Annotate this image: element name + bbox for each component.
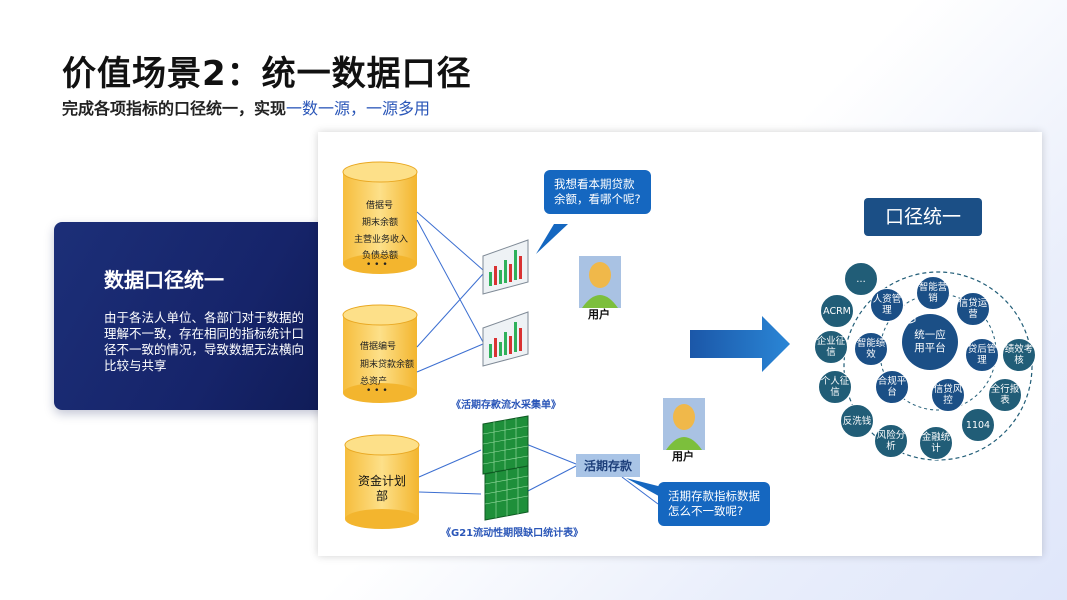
db1-item: 期末余额 <box>362 218 399 228</box>
db2-item: 总资产 <box>360 377 388 387</box>
inner-node: 信贷运营 <box>956 292 990 326</box>
user-icon-2 <box>663 398 705 450</box>
inner-node: 合规平台 <box>875 370 909 404</box>
outer-node: 金融统计 <box>919 426 953 460</box>
database-cylinder-2 <box>342 304 418 403</box>
info-card: 数据口径统一 由于各法人单位、各部门对于数据的理解不一致，存在相同的指标统计口径… <box>54 222 344 410</box>
db1-item: 借据号 <box>366 201 394 211</box>
inner-node: 贷后管理 <box>965 338 999 372</box>
page-title: 价值场景2：统一数据口径 <box>62 54 472 94</box>
spreadsheet-icon-1 <box>482 415 529 475</box>
center-line: 统一应 <box>914 329 946 341</box>
bubble-tail-2 <box>626 478 666 500</box>
caption-1: 《活期存款流水采集单》 <box>451 400 561 411</box>
database-cylinder-3 <box>344 434 420 529</box>
db2-item: 借据编号 <box>360 342 397 352</box>
bubble1-line: 余额，看哪个呢? <box>554 192 641 206</box>
center-line: 用平台 <box>914 342 946 354</box>
subtitle-highlight: 一数一源，一源多用 <box>286 99 431 118</box>
bubble1-line: 我想看本期贷款 <box>554 177 635 191</box>
outer-node: 个人征信 <box>818 370 852 404</box>
spreadsheet-icon-2 <box>484 465 529 521</box>
outer-ring <box>843 271 1033 461</box>
outer-node: 1104 <box>961 408 995 442</box>
inner-node: 智能营销 <box>916 276 950 310</box>
card-heading: 数据口径统一 <box>104 268 224 292</box>
caption-2: 《G21流动性期限缺口统计表》 <box>441 528 584 539</box>
database-cylinder-1 <box>342 161 418 274</box>
outer-node: 风险分析 <box>874 424 908 458</box>
db2-item: 期末贷款余额 <box>360 360 415 370</box>
user-label-1: 用户 <box>588 308 610 321</box>
db1-item: 主营业务收入 <box>354 235 409 245</box>
outer-node: 企业征信 <box>814 330 848 364</box>
speech-bubble-2: 活期存款指标数据 怎么不一致呢? <box>658 482 770 526</box>
inner-node: 信贷风控 <box>931 378 965 412</box>
speech-bubble-1: 我想看本期贷款 余额，看哪个呢? <box>544 170 651 214</box>
inner-node: 智能绩效 <box>854 332 888 366</box>
outer-node: 绩效考核 <box>1002 338 1036 372</box>
big-arrow <box>690 316 790 372</box>
outer-node: 反洗钱 <box>840 404 874 438</box>
subtitle-prefix: 完成各项指标的口径统一，实现 <box>62 99 287 118</box>
diagram-graphics <box>342 161 1033 529</box>
bar-chart-icon-2 <box>482 311 529 367</box>
center-platform: 统一应 用平台 <box>902 314 958 370</box>
db2-item: • • • <box>366 386 388 396</box>
bubble2-line: 活期存款指标数据 <box>668 489 760 503</box>
bar-chart-icon-1 <box>482 239 529 295</box>
card-body: 由于各法人单位、各部门对于数据的理解不一致，存在相同的指标统计口径不一致的情况，… <box>104 310 305 373</box>
outer-node: 全行报表 <box>988 378 1022 412</box>
page-subtitle: 完成各项指标的口径统一，实现一数一源，一源多用 <box>62 95 430 119</box>
user-label-2: 用户 <box>672 450 694 463</box>
bubble2-line: 怎么不一致呢? <box>668 504 744 518</box>
diagram-panel: 借据号 期末余额 主营业务收入 负债总额 • • • 借据编号 期末贷款余额 总… <box>318 132 1042 556</box>
outer-node: … <box>844 262 878 296</box>
kj-title: 口径统一 <box>864 198 982 236</box>
db1-item: • • • <box>366 260 388 270</box>
hq-label: 活期存款 <box>576 454 641 477</box>
outer-node: ACRM <box>820 294 854 328</box>
db3-label-line2: 部 <box>376 489 389 503</box>
database-icon <box>902 314 916 324</box>
db3-label-line1: 资金计划 <box>358 474 407 488</box>
inner-node: 人资管理 <box>870 288 904 322</box>
bubble-tail-1 <box>536 224 568 254</box>
user-icon-1 <box>579 256 621 308</box>
connection-lines <box>416 211 659 505</box>
db1-item: 负债总额 <box>362 251 399 261</box>
